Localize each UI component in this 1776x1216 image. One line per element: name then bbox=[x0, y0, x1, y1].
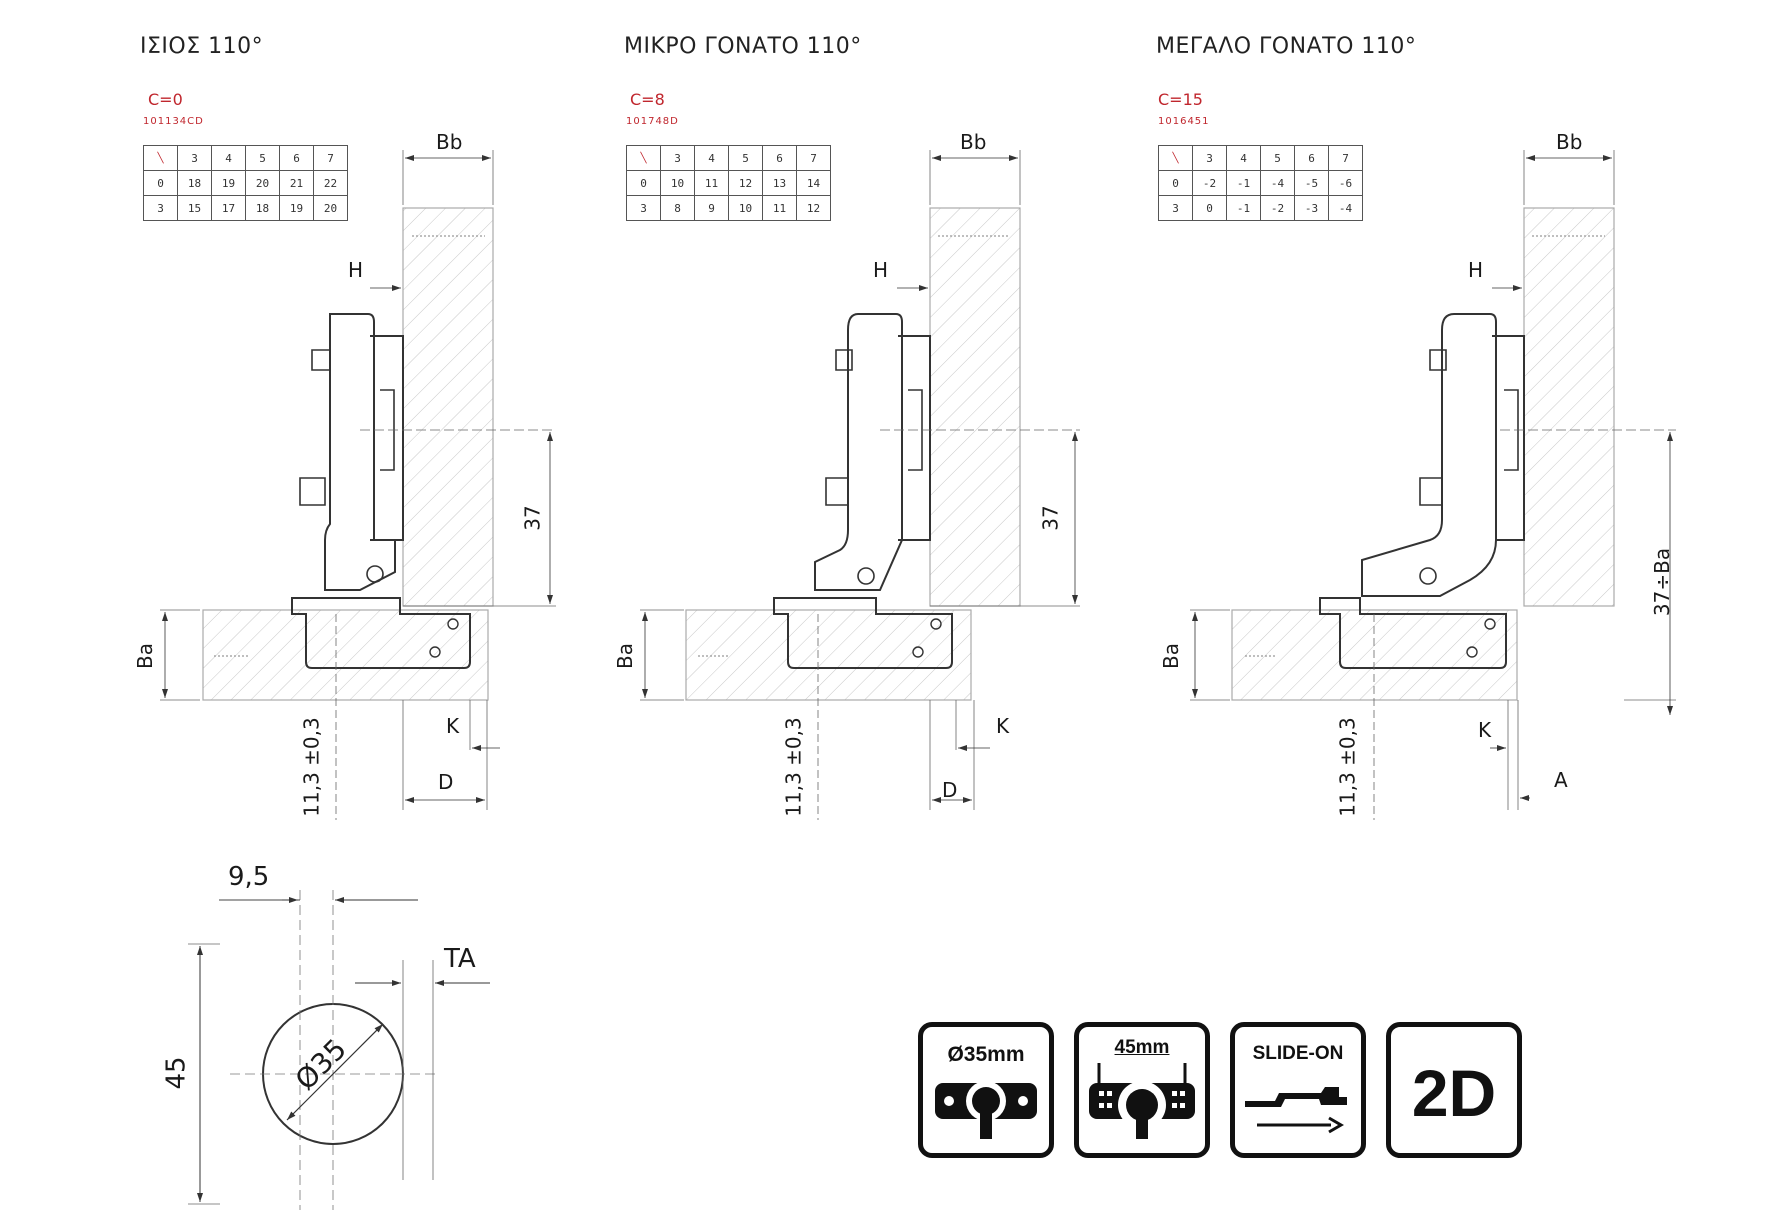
table-cell: 13 bbox=[762, 170, 797, 196]
table-header-cell: 4 bbox=[211, 145, 246, 171]
table-header-cell: 7 bbox=[796, 145, 831, 171]
badge-slide-on: SLIDE-ON bbox=[1230, 1022, 1366, 1158]
table-corner-cell: ╲ bbox=[1158, 145, 1193, 171]
badge-label: Ø35mm bbox=[947, 1043, 1025, 1066]
badge-label: SLIDE-ON bbox=[1252, 1043, 1344, 1064]
label-ba: Ba bbox=[132, 643, 157, 669]
overlay-table-straight: ╲ 3 4 5 6 7 0 18 19 20 21 22 3 15 17 18 … bbox=[143, 145, 348, 221]
table-cell: 20 bbox=[313, 195, 348, 221]
hinge-arm bbox=[1361, 313, 1497, 597]
label-37: 37 bbox=[520, 505, 545, 531]
label-k: K bbox=[446, 714, 460, 738]
label-h: H bbox=[873, 258, 889, 282]
table-cell: 18 bbox=[177, 170, 212, 196]
hinge-arm bbox=[814, 313, 903, 591]
label-37-ba: 37÷Ba bbox=[1650, 547, 1675, 617]
label-ta: TA bbox=[444, 944, 476, 974]
table-header-cell: 5 bbox=[245, 145, 280, 171]
2d-adjustment-icon: 2D bbox=[1411, 1056, 1497, 1130]
table-row-label: 0 bbox=[143, 170, 178, 196]
label-tolerance: 11,3 ±0,3 bbox=[299, 717, 324, 817]
label-h: H bbox=[1468, 258, 1484, 282]
cabinet-side-panel bbox=[929, 207, 1021, 607]
table-header-cell: 7 bbox=[1328, 145, 1363, 171]
label-a: A bbox=[1554, 768, 1568, 792]
table-cell: 12 bbox=[728, 170, 763, 196]
slide-on-icon bbox=[1245, 1087, 1347, 1134]
table-cell: 14 bbox=[796, 170, 831, 196]
table-cell: -3 bbox=[1294, 195, 1329, 221]
ccode-large-crank: C=15 bbox=[1158, 90, 1203, 109]
csub-large-crank: 1016451 bbox=[1158, 116, 1210, 127]
table-header-cell: 3 bbox=[1192, 145, 1227, 171]
cabinet-side-panel bbox=[1523, 207, 1615, 607]
door-panel bbox=[202, 609, 489, 701]
table-cell: 9 bbox=[694, 195, 729, 221]
section-title-small-crank: ΜΙΚΡΟ ΓΟΝΑΤΟ 110° bbox=[624, 34, 862, 59]
hinge-cup bbox=[773, 597, 953, 669]
door-panel bbox=[685, 609, 972, 701]
badge-cup-35mm: Ø35mm bbox=[918, 1022, 1054, 1158]
csub-straight: 101134CD bbox=[143, 116, 204, 127]
label-k: K bbox=[996, 714, 1010, 738]
table-cell: 12 bbox=[796, 195, 831, 221]
hinge-cup bbox=[1319, 597, 1507, 669]
table-header-cell: 6 bbox=[279, 145, 314, 171]
label-45: 45 bbox=[161, 1056, 192, 1090]
table-corner-cell: ╲ bbox=[626, 145, 661, 171]
label-h: H bbox=[348, 258, 364, 282]
cabinet-side-panel bbox=[402, 207, 494, 607]
table-cell: 0 bbox=[1192, 195, 1227, 221]
table-header-cell: 6 bbox=[1294, 145, 1329, 171]
table-cell: -1 bbox=[1226, 195, 1261, 221]
label-bb: Bb bbox=[1556, 130, 1583, 154]
table-cell: -5 bbox=[1294, 170, 1329, 196]
hinge-cup bbox=[291, 597, 471, 669]
label-9-5: 9,5 bbox=[228, 862, 270, 892]
label-d: D bbox=[438, 770, 454, 794]
label-bb: Bb bbox=[960, 130, 987, 154]
bore-detail-drawing bbox=[188, 890, 490, 1210]
hinge-drawing-small-crank bbox=[640, 150, 1080, 820]
door-panel bbox=[1231, 609, 1518, 701]
table-cell: 19 bbox=[211, 170, 246, 196]
label-ba: Ba bbox=[612, 643, 637, 669]
badge-mounting-45mm: 45mm bbox=[1074, 1022, 1210, 1158]
cup-35mm-icon bbox=[935, 1081, 1037, 1139]
label-ba: Ba bbox=[1158, 643, 1183, 669]
csub-small-crank: 101748D bbox=[626, 116, 679, 127]
table-cell: -2 bbox=[1260, 195, 1295, 221]
label-k: K bbox=[1478, 718, 1492, 742]
badge-label: 45mm bbox=[1114, 1037, 1170, 1058]
section-title-large-crank: ΜΕΓΑΛΟ ΓΟΝΑΤΟ 110° bbox=[1156, 34, 1417, 59]
ccode-small-crank: C=8 bbox=[630, 90, 665, 109]
table-row-label: 3 bbox=[143, 195, 178, 221]
label-tolerance: 11,3 ±0,3 bbox=[781, 717, 806, 817]
badge-2d-adjustment: 2D bbox=[1386, 1022, 1522, 1158]
table-cell: 11 bbox=[762, 195, 797, 221]
hinge-drawing-straight bbox=[160, 150, 556, 820]
table-cell: 19 bbox=[279, 195, 314, 221]
table-header-cell: 3 bbox=[660, 145, 695, 171]
mounting-plate-45mm-icon bbox=[1089, 1063, 1195, 1139]
table-cell: 21 bbox=[279, 170, 314, 196]
label-tolerance: 11,3 ±0,3 bbox=[1335, 717, 1360, 817]
ccode-straight: C=0 bbox=[148, 90, 183, 109]
label-bb: Bb bbox=[436, 130, 463, 154]
label-d: D bbox=[942, 778, 958, 802]
hinge-arm bbox=[324, 313, 396, 591]
overlay-table-small-crank: ╲ 3 4 5 6 7 0 10 11 12 13 14 3 8 9 10 11… bbox=[626, 145, 831, 221]
table-cell: -4 bbox=[1328, 195, 1363, 221]
hinge-drawing-large-crank bbox=[1190, 150, 1676, 820]
label-37: 37 bbox=[1038, 505, 1063, 531]
section-title-straight: ΙΣΙΟΣ 110° bbox=[140, 34, 264, 59]
overlay-table-large-crank: ╲ 3 4 5 6 7 0 -2 -1 -4 -5 -6 3 0 -1 -2 -… bbox=[1158, 145, 1363, 221]
table-cell: 15 bbox=[177, 195, 212, 221]
